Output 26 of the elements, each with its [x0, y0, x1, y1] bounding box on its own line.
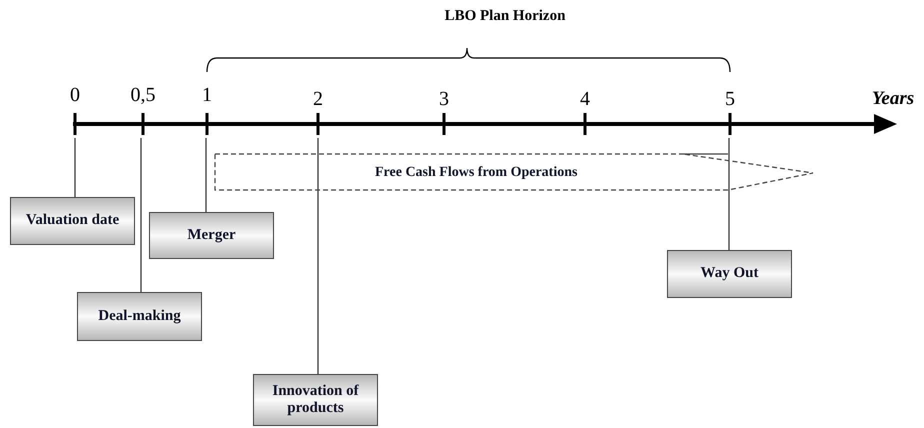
horizon-label: LBO Plan Horizon [444, 8, 566, 25]
event-label: Valuation date [26, 212, 120, 230]
cash-flow-arrow [215, 154, 815, 192]
axis-label: Years [872, 88, 914, 110]
leader-line [317, 138, 319, 374]
tick-label: 4 [580, 88, 590, 111]
event-label: Free Cash Flows from Operations [375, 164, 578, 182]
tick-label: 0,5 [130, 84, 156, 107]
leader-line [728, 138, 730, 250]
event-box [253, 374, 378, 426]
leader-line [205, 138, 207, 212]
event-label: Deal-making [98, 308, 181, 326]
tick-label: 1 [202, 84, 212, 107]
tick-label: 0 [70, 84, 80, 107]
tick-label: 2 [313, 88, 323, 111]
event-box [10, 197, 135, 245]
tick-label: 3 [439, 88, 449, 111]
event-label: Innovation of products [271, 382, 360, 418]
leader-line [74, 138, 76, 197]
event-box [667, 250, 792, 298]
event-label: Merger [187, 226, 236, 244]
tick-label: 5 [725, 88, 735, 111]
event-box [77, 292, 202, 341]
event-label: Way Out [700, 265, 758, 283]
leader-line [140, 138, 142, 292]
event-box [149, 212, 274, 259]
